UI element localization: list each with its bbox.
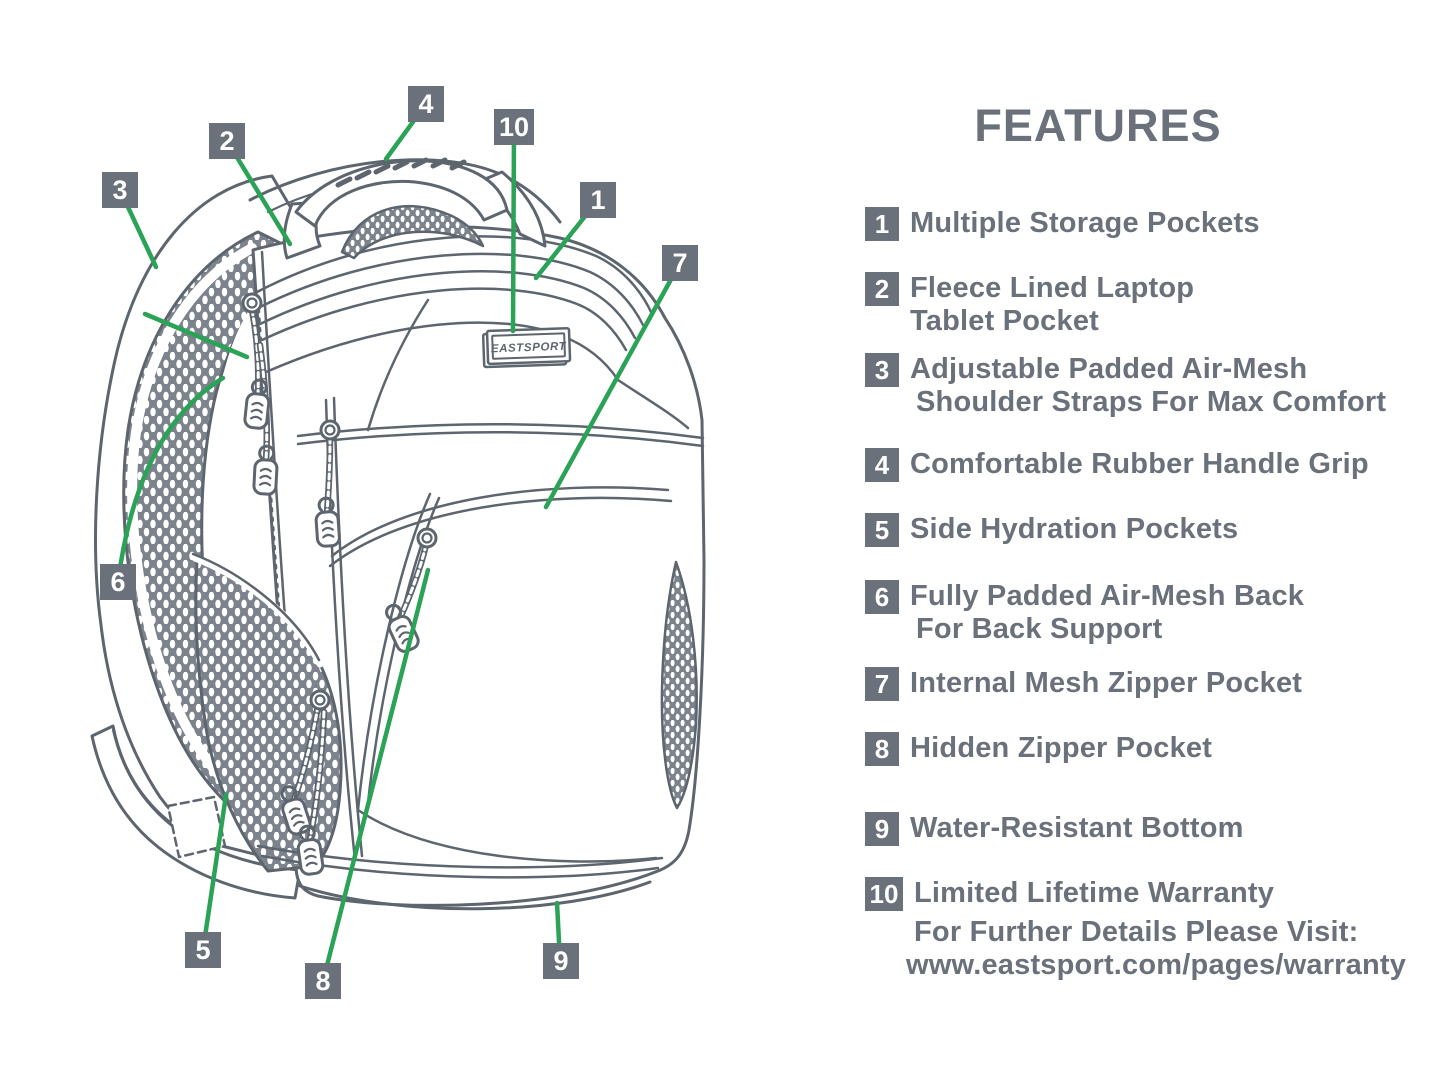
feature-label: Comfortable Rubber Handle Grip xyxy=(910,448,1369,480)
feature-item-6: 6 Fully Padded Air-Mesh Back For Back Su… xyxy=(865,580,1304,646)
diagram-callout-10: 10 xyxy=(494,109,534,145)
feature-label: Adjustable Padded Air-Mesh xyxy=(910,353,1308,385)
handle-grip-dashes xyxy=(335,157,467,188)
feature-item-1: 1 Multiple Storage Pockets xyxy=(865,207,1260,241)
feature-label: Multiple Storage Pockets xyxy=(910,207,1260,239)
feature-item-3: 3 Adjustable Padded Air-Mesh Shoulder St… xyxy=(865,353,1386,419)
feature-label: Hidden Zipper Pocket xyxy=(910,732,1213,764)
diagram-callout-3: 3 xyxy=(102,172,138,208)
feature-number-badge: 2 xyxy=(865,272,899,306)
feature-item-7: 7 Internal Mesh Zipper Pocket xyxy=(865,667,1302,701)
feature-number-badge: 6 xyxy=(865,580,899,614)
side-hydration-pocket xyxy=(191,552,343,873)
callout-line-10 xyxy=(510,125,517,334)
callout-line-7 xyxy=(543,260,683,510)
diagram-callout-8: 8 xyxy=(305,963,341,999)
feature-label: Fleece Lined Laptop xyxy=(910,272,1195,304)
diagram-callout-2: 2 xyxy=(209,123,245,159)
callout-lines xyxy=(115,101,683,984)
diagram-callout-7: 7 xyxy=(662,245,698,281)
feature-label: Tablet Pocket xyxy=(910,305,1100,337)
feature-label: Water-Resistant Bottom xyxy=(910,812,1244,844)
feature-item-2: 2 Fleece Lined Laptop Tablet Pocket xyxy=(865,272,1194,338)
callout-line-5 xyxy=(200,792,229,953)
feature-number-badge: 9 xyxy=(865,812,899,846)
feature-label: Side Hydration Pockets xyxy=(910,513,1239,545)
feature-label: For Further Details Please Visit: xyxy=(914,916,1359,948)
feature-item-10: 10 Limited Lifetime Warranty For Further… xyxy=(865,877,1406,982)
front-panel-seams xyxy=(296,298,705,448)
feature-label: Limited Lifetime Warranty xyxy=(914,877,1275,909)
diagram-callout-5: 5 xyxy=(185,932,221,968)
feature-label: Fully Padded Air-Mesh Back xyxy=(910,580,1305,612)
callout-line-3b xyxy=(142,311,250,360)
feature-number-badge: 7 xyxy=(865,667,899,701)
feature-label: www.eastsport.com/pages/warranty xyxy=(906,949,1407,981)
feature-label: For Back Support xyxy=(916,613,1163,645)
feature-number-badge: 10 xyxy=(865,877,903,911)
diagram-callout-6: 6 xyxy=(100,564,136,600)
brand-logo-patch: EASTSPORT xyxy=(481,326,572,369)
feature-item-9: 9 Water-Resistant Bottom xyxy=(865,812,1244,846)
waist-strap xyxy=(90,724,302,900)
feature-item-8: 8 Hidden Zipper Pocket xyxy=(865,732,1212,766)
diagram-callout-4: 4 xyxy=(408,86,444,122)
feature-item-5: 5 Side Hydration Pockets xyxy=(865,513,1238,547)
diagram-callout-9: 9 xyxy=(543,943,579,979)
feature-number-badge: 5 xyxy=(865,513,899,547)
right-side-mesh-pocket xyxy=(660,560,698,810)
feature-label: Shoulder Straps For Max Comfort xyxy=(916,386,1387,418)
feature-item-4: 4 Comfortable Rubber Handle Grip xyxy=(865,448,1369,482)
brand-logo-text: EASTSPORT xyxy=(491,341,567,356)
feature-number-badge: 8 xyxy=(865,732,899,766)
page-title: FEATURES xyxy=(974,100,1222,151)
feature-number-badge: 3 xyxy=(865,353,899,387)
callout-line-6 xyxy=(115,375,226,585)
zipper-pulls xyxy=(241,292,438,877)
feature-number-badge: 4 xyxy=(865,448,899,482)
diagram-callout-1: 1 xyxy=(580,182,616,218)
callout-line-8 xyxy=(320,567,431,984)
feature-label: Internal Mesh Zipper Pocket xyxy=(910,667,1303,699)
feature-number-badge: 1 xyxy=(865,207,899,241)
